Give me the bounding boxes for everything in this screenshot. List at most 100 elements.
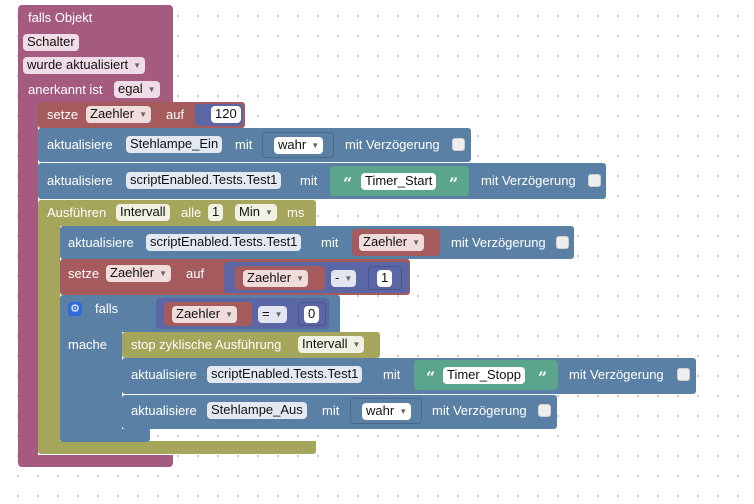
chevron-down-icon: ▼ <box>412 238 420 247</box>
chevron-down-icon: ▼ <box>399 407 408 416</box>
every-label: alle <box>181 205 202 220</box>
object-id-field[interactable]: Stehlampe_Aus <box>207 402 307 419</box>
delay-label: mit Verzögerung <box>345 137 440 152</box>
object-id-field[interactable]: scriptEnabled.Tests.Test1 <box>146 234 302 251</box>
boolean-dropdown[interactable]: wahr▼ <box>274 137 324 154</box>
object-id-value: scriptEnabled.Tests.Test1 <box>150 234 298 249</box>
boolean-value: wahr <box>278 137 307 152</box>
to-label: auf <box>166 107 185 122</box>
number-field[interactable]: 120 <box>211 106 241 123</box>
close-quote-icon: ” <box>449 174 459 193</box>
chevron-down-icon: ▼ <box>274 310 283 319</box>
object-id-value: Stehlampe_Ein <box>130 136 219 151</box>
compare-right-value: 0 <box>308 306 316 321</box>
compare-left-value: Zaehler <box>176 306 221 321</box>
object-id-value: scriptEnabled.Tests.Test1 <box>130 172 278 187</box>
chevron-down-icon: ▼ <box>225 310 233 319</box>
object-id-field[interactable]: Stehlampe_Ein <box>126 136 223 153</box>
compare-operator-dropdown[interactable]: =▼ <box>258 306 287 323</box>
variable-dropdown[interactable]: Zaehler ▼ <box>106 265 171 282</box>
delay-checkbox[interactable] <box>538 404 551 417</box>
chevron-down-icon: ▼ <box>344 274 353 283</box>
to-label: auf <box>186 266 205 281</box>
set-label: setze <box>68 266 100 281</box>
operator-value: - <box>335 270 340 285</box>
ack-label: anerkannt ist <box>28 82 103 97</box>
object-id-field[interactable]: scriptEnabled.Tests.Test1 <box>207 366 363 383</box>
update-label: aktualisiere <box>47 137 113 152</box>
open-quote-icon: “ <box>343 174 353 193</box>
update-label: aktualisiere <box>131 367 197 382</box>
delay-checkbox[interactable] <box>588 174 601 187</box>
update-block-zaehler[interactable] <box>60 226 574 259</box>
text-field[interactable]: Timer_Stopp <box>443 367 525 384</box>
delay-checkbox[interactable] <box>677 368 690 381</box>
interval-name-field[interactable]: Intervall <box>116 204 170 221</box>
delay-label: mit Verzögerung <box>569 367 664 382</box>
delay-checkbox[interactable] <box>452 138 465 151</box>
update-label: aktualisiere <box>68 235 134 250</box>
chevron-down-icon: ▼ <box>296 274 304 283</box>
compare-left-dropdown[interactable]: Zaehler ▼ <box>172 306 237 323</box>
variable-dropdown[interactable]: Zaehler ▼ <box>86 106 151 123</box>
number-value: 1 <box>381 270 389 285</box>
object-field[interactable]: Schalter <box>23 34 79 51</box>
stop-interval-dropdown[interactable]: Intervall▼ <box>298 336 365 353</box>
gear-icon[interactable]: ⚙ <box>68 302 82 316</box>
event-block-bottom <box>18 455 173 467</box>
operator-dropdown[interactable]: -▼ <box>331 270 357 287</box>
with-label: mit <box>300 173 318 188</box>
compare-operator-value: = <box>262 306 270 321</box>
update-block-stehlampe-aus[interactable] <box>122 395 557 429</box>
event-value: wurde aktualisiert <box>27 57 129 72</box>
chevron-down-icon: ▼ <box>264 208 273 217</box>
interval-block-left-bar <box>38 220 60 445</box>
variable-value: Zaehler <box>110 265 155 280</box>
unit-dropdown[interactable]: Min ▼ <box>235 204 277 221</box>
operand-dropdown[interactable]: Zaehler▼ <box>243 270 308 287</box>
ack-value: egal <box>118 81 143 96</box>
number-field[interactable]: 1 <box>377 270 393 287</box>
chevron-down-icon: ▼ <box>133 61 142 70</box>
boolean-dropdown[interactable]: wahr ▼ <box>362 403 412 420</box>
interval-block-bottom <box>38 441 316 454</box>
object-id-value: scriptEnabled.Tests.Test1 <box>211 366 359 381</box>
open-quote-icon: “ <box>426 368 436 387</box>
if-block-bottom <box>60 429 150 442</box>
delay-label: mit Verzögerung <box>481 173 576 188</box>
ack-dropdown[interactable]: egal▼ <box>114 81 160 98</box>
event-label: falls Objekt <box>28 10 93 25</box>
if-block-left-bar <box>60 320 122 432</box>
with-label: mit <box>383 367 401 382</box>
variable-value: Zaehler <box>90 106 135 121</box>
object-value: Schalter <box>27 34 75 49</box>
update-label: aktualisiere <box>131 403 197 418</box>
if-label: falls <box>95 301 119 316</box>
chevron-down-icon: ▼ <box>159 269 167 278</box>
stop-label: stop zyklische Ausführung <box>131 337 282 352</box>
unit-value: Min <box>239 204 260 219</box>
variable-dropdown[interactable]: Zaehler ▼ <box>359 234 424 251</box>
chevron-down-icon: ▼ <box>139 110 147 119</box>
text-value: Timer_Start <box>365 173 433 188</box>
ms-label: ms <box>287 205 305 220</box>
amount-value: 1 <box>212 204 220 219</box>
with-label: mit <box>322 403 340 418</box>
object-id-field[interactable]: scriptEnabled.Tests.Test1 <box>126 172 282 189</box>
interval-label: Ausführen <box>47 205 107 220</box>
delay-label: mit Verzögerung <box>451 235 546 250</box>
set-label: setze <box>47 107 79 122</box>
close-quote-icon: ” <box>538 368 548 387</box>
chevron-down-icon: ▼ <box>352 340 361 349</box>
update-block-stehlampe-ein[interactable] <box>38 128 471 162</box>
text-field[interactable]: Timer_Start <box>361 173 437 190</box>
event-dropdown[interactable]: wurde aktualisiert ▼ <box>23 57 146 74</box>
variable-value: Zaehler <box>363 234 408 249</box>
update-label: aktualisiere <box>47 173 113 188</box>
compare-right-field[interactable]: 0 <box>304 306 320 323</box>
delay-checkbox[interactable] <box>556 236 569 249</box>
boolean-value: wahr <box>366 403 395 418</box>
interval-name-value: Intervall <box>120 204 166 219</box>
amount-field[interactable]: 1 <box>208 204 224 221</box>
